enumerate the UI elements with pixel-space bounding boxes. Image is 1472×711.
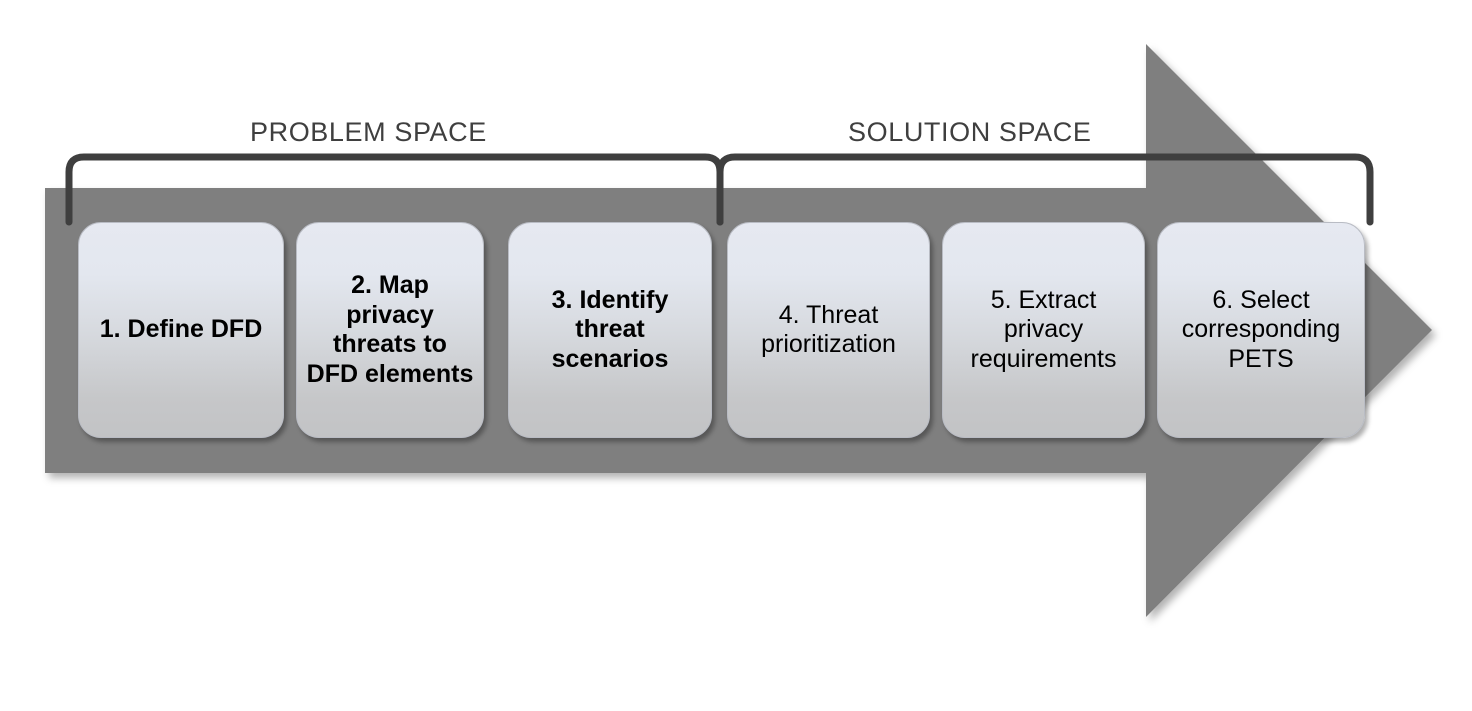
- step-box-3-label: 3. Identify threat scenarios: [551, 285, 669, 373]
- step-box-6-label: 6. Select corresponding PETS: [1181, 285, 1341, 373]
- bracket-solution-space: [716, 153, 1374, 226]
- step-box-5-label: 5. Extract privacy requirements: [970, 285, 1117, 373]
- step-box-1[interactable]: 1. Define DFD: [78, 222, 284, 438]
- bracket-problem-space: [65, 153, 724, 226]
- step-box-4[interactable]: 4. Threat prioritization: [727, 222, 930, 438]
- step-box-4-label: 4. Threat prioritization: [761, 300, 896, 359]
- step-box-2-label: 2. Map privacy threats to DFD elements: [306, 271, 474, 388]
- phase-label-solution-space: SOLUTION SPACE: [848, 117, 1092, 147]
- step-box-5[interactable]: 5. Extract privacy requirements: [942, 222, 1145, 438]
- step-box-3[interactable]: 3. Identify threat scenarios: [508, 222, 712, 438]
- step-box-6[interactable]: 6. Select corresponding PETS: [1157, 222, 1365, 438]
- phase-label-problem-space: PROBLEM SPACE: [250, 117, 487, 147]
- step-box-2[interactable]: 2. Map privacy threats to DFD elements: [296, 222, 484, 438]
- step-box-1-label: 1. Define DFD: [99, 315, 263, 344]
